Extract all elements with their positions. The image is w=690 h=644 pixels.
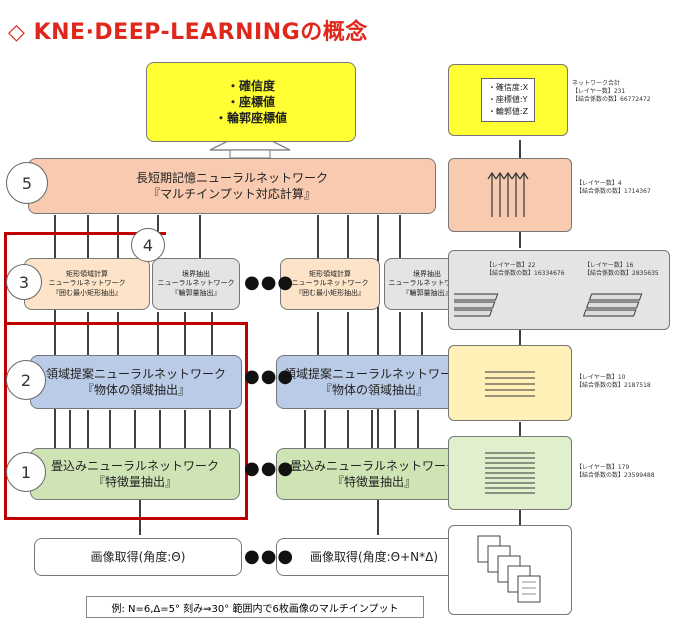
image-stack-box — [448, 525, 572, 615]
highlight-frame-bottom — [4, 322, 248, 520]
network-output-box: ・確信度:X ・座標値:Y ・輪郭値:Z — [448, 64, 568, 136]
step4-left-line3: 『輪郭量抽出』 — [171, 288, 221, 297]
lstm-line1: 長短期記憶ニューラルネットワーク — [135, 170, 328, 185]
output-item-contour: ・輪郭座標値 — [214, 111, 287, 126]
footnote: 例: N=6,Δ=5° 刻み⇒30° 範囲内で6枚画像のマルチインプット — [86, 596, 424, 618]
step4-right-line3: 『輪郭量抽出』 — [402, 288, 452, 297]
output-item-coordinates: ・座標値 — [226, 94, 275, 109]
lstm-weights: 【結合係数の数】1714367 — [576, 188, 651, 196]
image-stack-icon — [477, 535, 541, 603]
step34-stats-a: 【レイヤー数】22 【結合係数の数】16334676 — [486, 262, 576, 278]
step34-layers-icon — [454, 293, 643, 317]
step3-left-line2: ニューラルネットワーク — [48, 279, 126, 288]
lstm-cells-icon — [487, 171, 529, 217]
step2-weights: 【結合係数の数】2187518 — [576, 382, 651, 390]
lstm-box: 長短期記憶ニューラルネットワーク 『マルチインプット対応計算』 — [28, 158, 436, 214]
step34-diagram-box — [448, 250, 670, 330]
frame-step — [166, 322, 248, 325]
step1-right-box: 畳込みニューラルネットワーク 『特徴量抽出』 — [276, 448, 472, 500]
acquire-left-label: 画像取得(角度:Θ) — [90, 549, 186, 564]
lstm-stats: 【レイヤー数】4 【結合係数の数】1714367 — [576, 180, 686, 196]
step34-weights-a: 【結合係数の数】16334676 — [486, 270, 565, 278]
step1-layers: 【レイヤー数】179 — [576, 464, 630, 471]
network-item-confidence: ・確信度:X — [487, 83, 529, 92]
step3-left-line3: 『囲む最小矩形抽出』 — [52, 288, 122, 297]
network-total-weights: 【結合係数の数】66772472 — [572, 96, 651, 104]
network-total-layers: 【レイヤー数】231 — [572, 88, 626, 96]
step-1-badge: 1 — [6, 452, 46, 492]
step2-stats: 【レイヤー数】10 【結合係数の数】2187518 — [576, 374, 686, 390]
step1-right-line1: 畳込みニューラルネットワーク — [289, 458, 458, 473]
step3-left-box: 矩形領域計算 ニューラルネットワーク 『囲む最小矩形抽出』 — [24, 258, 150, 310]
lstm-line2: 『マルチインプット対応計算』 — [148, 187, 316, 201]
step2-left-box: 領域提案ニューラルネットワーク 『物体の領域抽出』 — [30, 355, 242, 409]
step4-left-line1: 境界抽出 — [182, 270, 210, 279]
step3-right-line3: 『囲む最小矩形抽出』 — [295, 288, 365, 297]
step1-diagram-box — [448, 436, 572, 510]
page-title: ◇ KNE·DEEP-LEARNINGの概念 — [8, 20, 368, 45]
step1-left-box: 畳込みニューラルネットワーク 『特徴量抽出』 — [30, 448, 240, 500]
acquire-right-label: 画像取得(角度:Θ+N*Δ) — [309, 549, 439, 564]
step1-stats: 【レイヤー数】179 【結合係数の数】23599488 — [576, 464, 686, 480]
ellipsis-dots-step1: ●●● — [244, 458, 295, 479]
step3-right-line2: ニューラルネットワーク — [291, 279, 369, 288]
step4-right-line2: ニューラルネットワーク — [388, 279, 466, 288]
lstm-layers: 【レイヤー数】4 — [576, 180, 622, 187]
step3-right-line1: 矩形領域計算 — [309, 270, 351, 279]
step2-right-line2: 『物体の領域抽出』 — [319, 383, 428, 397]
step2-diagram-box — [448, 345, 572, 421]
network-total-stats: ネットワーク合計 【レイヤー数】231 【結合係数の数】66772472 — [572, 80, 682, 104]
step2-left-line2: 『物体の領域抽出』 — [81, 383, 190, 397]
step1-weights: 【結合係数の数】23599488 — [576, 472, 655, 480]
step1-right-line2: 『特徴量抽出』 — [331, 475, 416, 489]
step4-left-line2: ニューラルネットワーク — [157, 279, 235, 288]
step34-layers-a: 【レイヤー数】22 — [486, 262, 536, 269]
output-item-confidence: ・確信度 — [226, 78, 275, 93]
acquire-left-box: 画像取得(角度:Θ) — [34, 538, 242, 576]
ellipsis-dots-step2: ●●● — [244, 366, 295, 387]
output-box: ・確信度 ・座標値 ・輪郭座標値 — [146, 62, 356, 142]
ellipsis-dots-acquire: ●●● — [244, 546, 295, 567]
step34-stats-b: 【レイヤー数】16 【結合係数の数】2835635 — [584, 262, 674, 278]
lstm-diagram-box — [448, 158, 572, 232]
step3-right-box: 矩形領域計算 ニューラルネットワーク 『囲む最小矩形抽出』 — [280, 258, 380, 310]
acquire-right-box: 画像取得(角度:Θ+N*Δ) — [276, 538, 472, 576]
step-4-badge: 4 — [131, 228, 165, 262]
step2-left-line1: 領域提案ニューラルネットワーク — [45, 366, 226, 381]
step2-right-box: 領域提案ニューラルネットワーク 『物体の領域抽出』 — [276, 355, 472, 409]
step-5-badge: 5 — [6, 162, 48, 204]
step4-right-line1: 境界抽出 — [413, 270, 441, 279]
step2-right-line1: 領域提案ニューラルネットワーク — [283, 366, 464, 381]
step2-layers: 【レイヤー数】10 — [576, 374, 626, 381]
network-item-contour: ・輪郭値:Z — [487, 107, 529, 116]
network-item-coordinates: ・座標値:Y — [487, 95, 528, 104]
step4-left-box: 境界抽出 ニューラルネットワーク 『輪郭量抽出』 — [152, 258, 240, 310]
step3-left-line1: 矩形領域計算 — [66, 270, 108, 279]
step1-left-line1: 畳込みニューラルネットワーク — [50, 458, 219, 473]
step34-weights-b: 【結合係数の数】2835635 — [584, 270, 659, 278]
step34-layers-b: 【レイヤー数】16 — [584, 262, 634, 269]
step1-layers-icon — [485, 452, 535, 494]
network-total-header: ネットワーク合計 — [572, 80, 621, 87]
step-2-badge: 2 — [6, 360, 46, 400]
step2-layers-icon — [485, 371, 535, 397]
step-3-badge: 3 — [6, 264, 42, 300]
step1-left-line2: 『特徴量抽出』 — [92, 475, 177, 489]
ellipsis-dots-step34: ●●● — [244, 272, 295, 293]
